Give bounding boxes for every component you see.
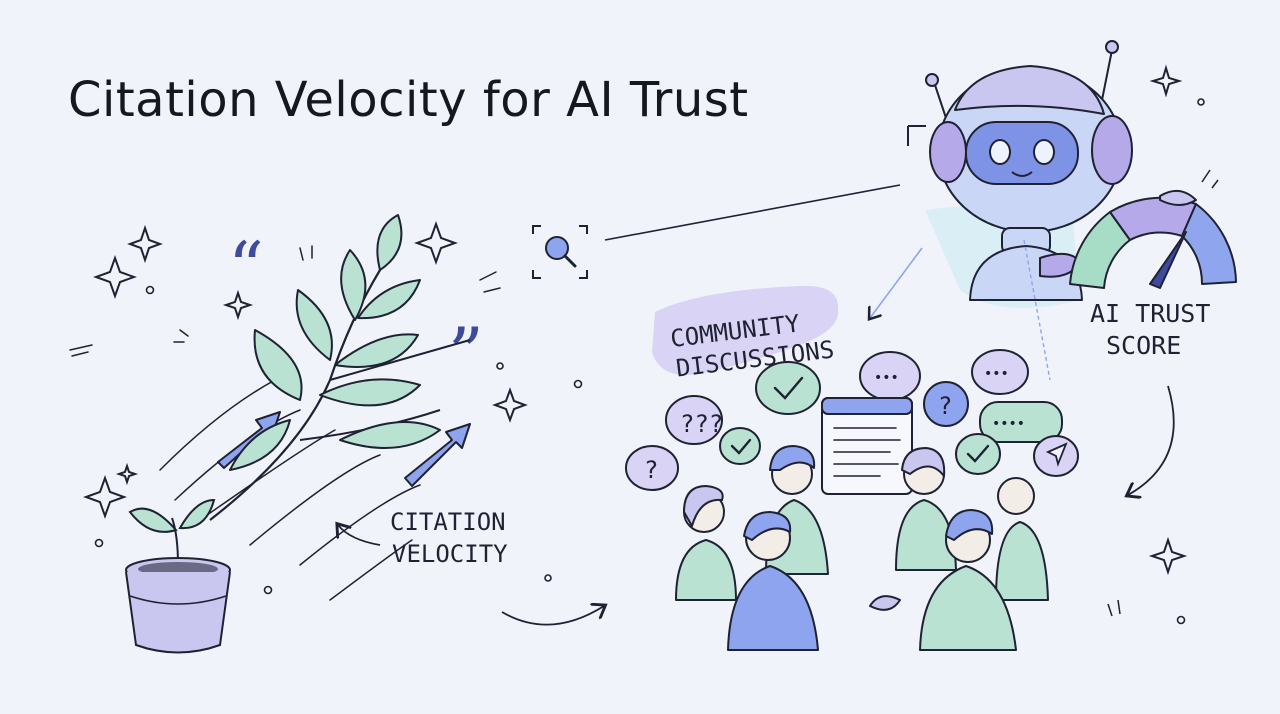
quote-open-icon: “: [228, 227, 264, 309]
flow-arrow-to-community: [502, 606, 604, 625]
question-icon: ?: [938, 392, 952, 420]
browser-window-icon: [822, 398, 912, 494]
connector-line: [605, 185, 900, 240]
ellipsis-icon: •••: [984, 366, 1009, 382]
svg-text:AI TRUST: AI TRUST: [1090, 299, 1210, 328]
ellipsis-icon: •••: [874, 370, 899, 386]
question-icon: ???: [680, 410, 723, 438]
plant-pot: [126, 500, 230, 653]
svg-text:SCORE: SCORE: [1106, 331, 1181, 360]
quote-close-icon: ”: [448, 313, 484, 395]
question-icon: ?: [644, 456, 658, 484]
svg-text:CITATION: CITATION: [390, 508, 506, 536]
ai-trust-score-label: AI TRUST SCORE: [1090, 299, 1210, 495]
ellipsis-icon: ••••: [992, 416, 1025, 432]
robot-scan-arrow: [870, 248, 922, 318]
magnifier-icon: [533, 226, 587, 278]
svg-text:VELOCITY: VELOCITY: [392, 540, 508, 568]
